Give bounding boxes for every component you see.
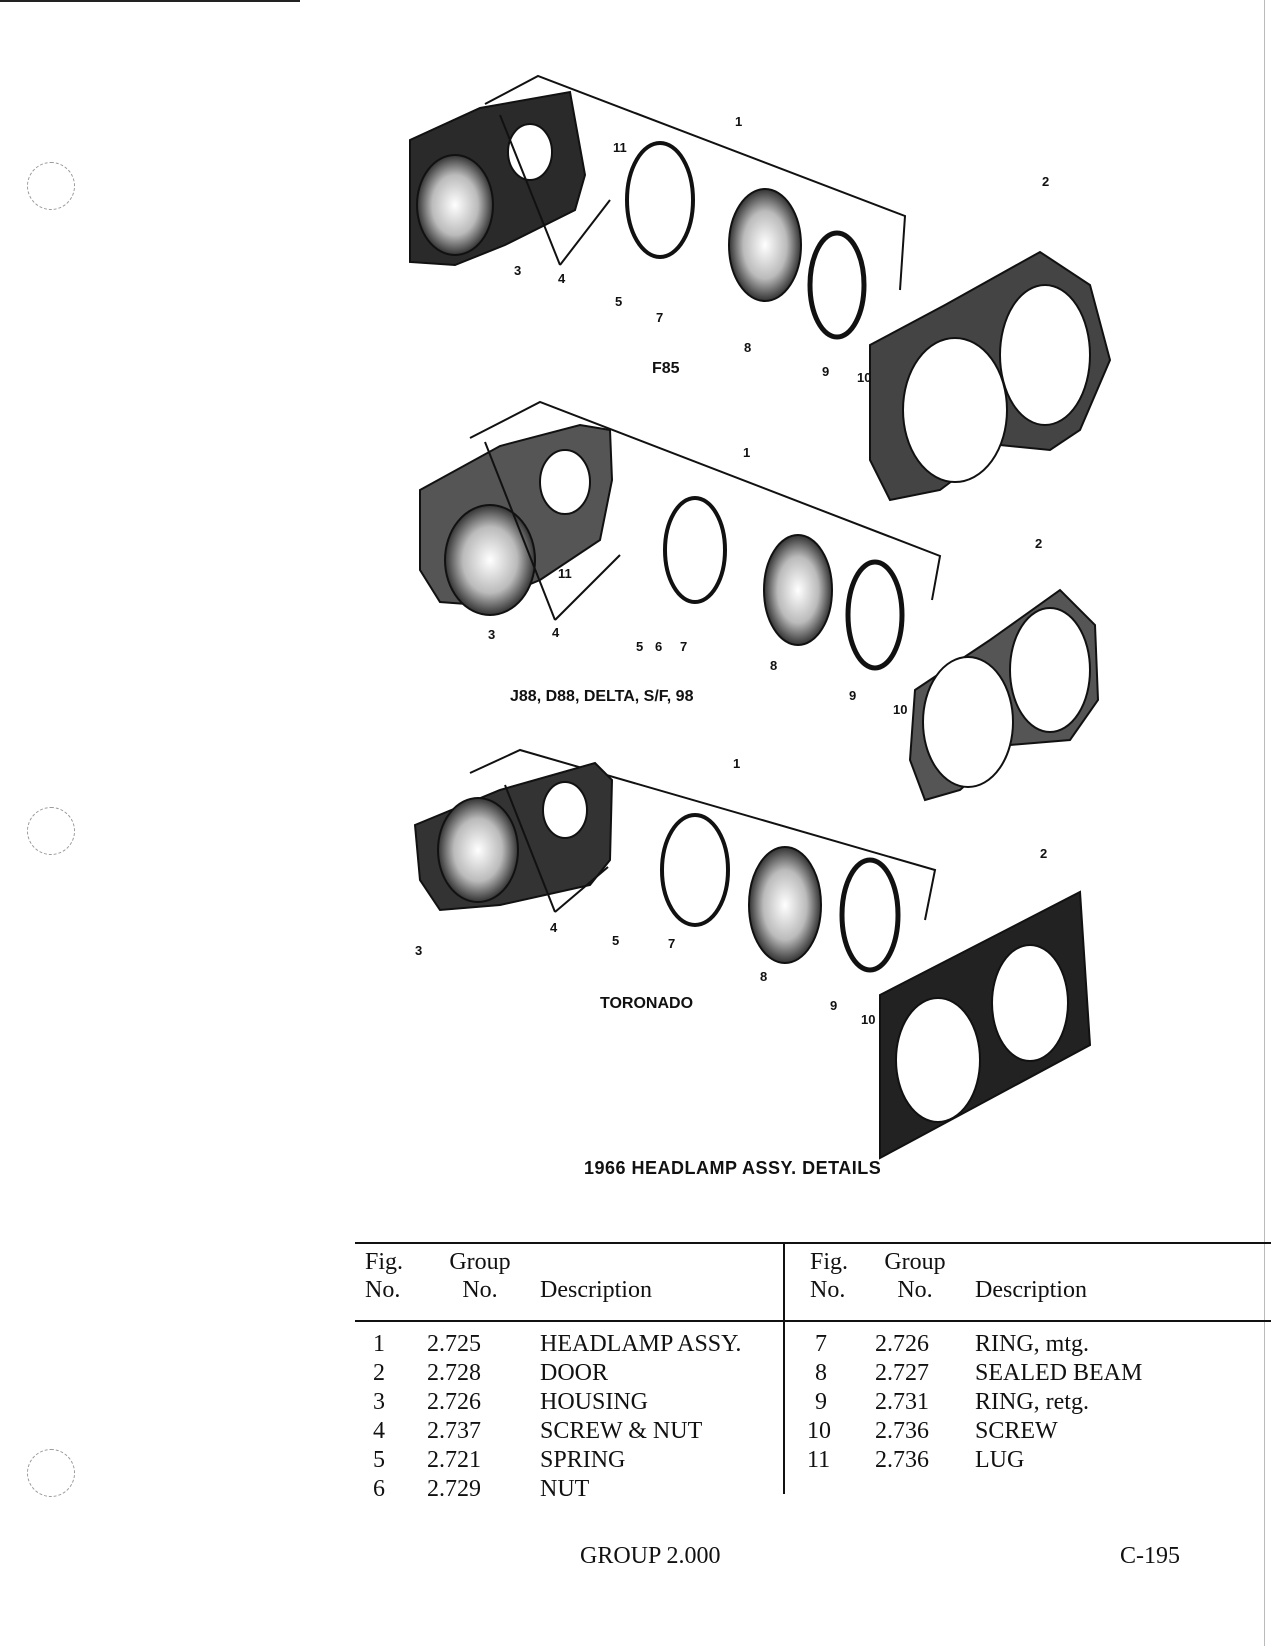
- callout-j88-10: 10: [893, 702, 907, 717]
- callout-f85-10: 10: [857, 370, 871, 385]
- f85-assembly: [409, 74, 1112, 502]
- punch-hole-middle: [27, 807, 75, 855]
- hdr-desc-left: Description: [540, 1277, 652, 1303]
- callout-j88-7: 7: [680, 639, 687, 654]
- callout-tor-1: 1: [733, 756, 740, 771]
- page-edge: [1264, 0, 1265, 1646]
- callout-tor-4: 4: [550, 920, 558, 935]
- hdr-fig-left: Fig.No.: [365, 1249, 404, 1303]
- footer-group: GROUP 2.000: [580, 1543, 721, 1569]
- punch-hole-top: [27, 162, 75, 210]
- callout-j88-9: 9: [849, 688, 856, 703]
- callout-j88-8: 8: [770, 658, 777, 673]
- hdr-desc-right: Description: [975, 1277, 1087, 1303]
- j88-assembly: [419, 400, 1100, 802]
- callout-tor-7: 7: [668, 936, 675, 951]
- header-rule: [355, 1320, 1271, 1322]
- table-divider: [783, 1244, 785, 1494]
- callout-f85-4: 4: [558, 271, 566, 286]
- callout-f85-7: 7: [656, 310, 663, 325]
- callout-f85-8: 8: [744, 340, 751, 355]
- callout-j88-11: 11: [558, 566, 572, 581]
- callout-tor-5: 5: [612, 933, 619, 948]
- callout-tor-2: 2: [1040, 846, 1047, 861]
- callout-tor-10: 10: [861, 1012, 875, 1027]
- callout-tor-3: 3: [415, 943, 422, 958]
- diagram-title: 1966 HEADLAMP ASSY. DETAILS: [584, 1158, 882, 1178]
- top-rule: [0, 0, 300, 2]
- callout-j88-5: 5: [636, 639, 643, 654]
- callout-j88-1: 1: [743, 445, 750, 460]
- callout-f85-3: 3: [514, 263, 521, 278]
- callout-f85-2: 2: [1042, 174, 1049, 189]
- callout-f85-5: 5: [615, 294, 622, 309]
- hdr-fig-right: Fig.No.: [810, 1249, 849, 1303]
- section-label-f85: F85: [652, 360, 680, 377]
- callout-tor-9: 9: [830, 998, 837, 1013]
- callout-f85-9: 9: [822, 364, 829, 379]
- punch-hole-bottom: [27, 1449, 75, 1497]
- callout-j88-6: 6: [655, 639, 662, 654]
- callout-j88-2: 2: [1035, 536, 1042, 551]
- toronado-assembly: [413, 748, 1092, 1160]
- callout-f85-11: 11: [613, 140, 627, 155]
- callout-f85-1: 1: [735, 114, 742, 129]
- footer-page-number: C-195: [1120, 1543, 1180, 1569]
- callout-j88-4: 4: [552, 625, 560, 640]
- section-label-j88: J88, D88, DELTA, S/F, 98: [510, 688, 694, 705]
- section-label-toronado: TORONADO: [600, 995, 694, 1012]
- callout-tor-8: 8: [760, 969, 767, 984]
- callout-j88-3: 3: [488, 627, 495, 642]
